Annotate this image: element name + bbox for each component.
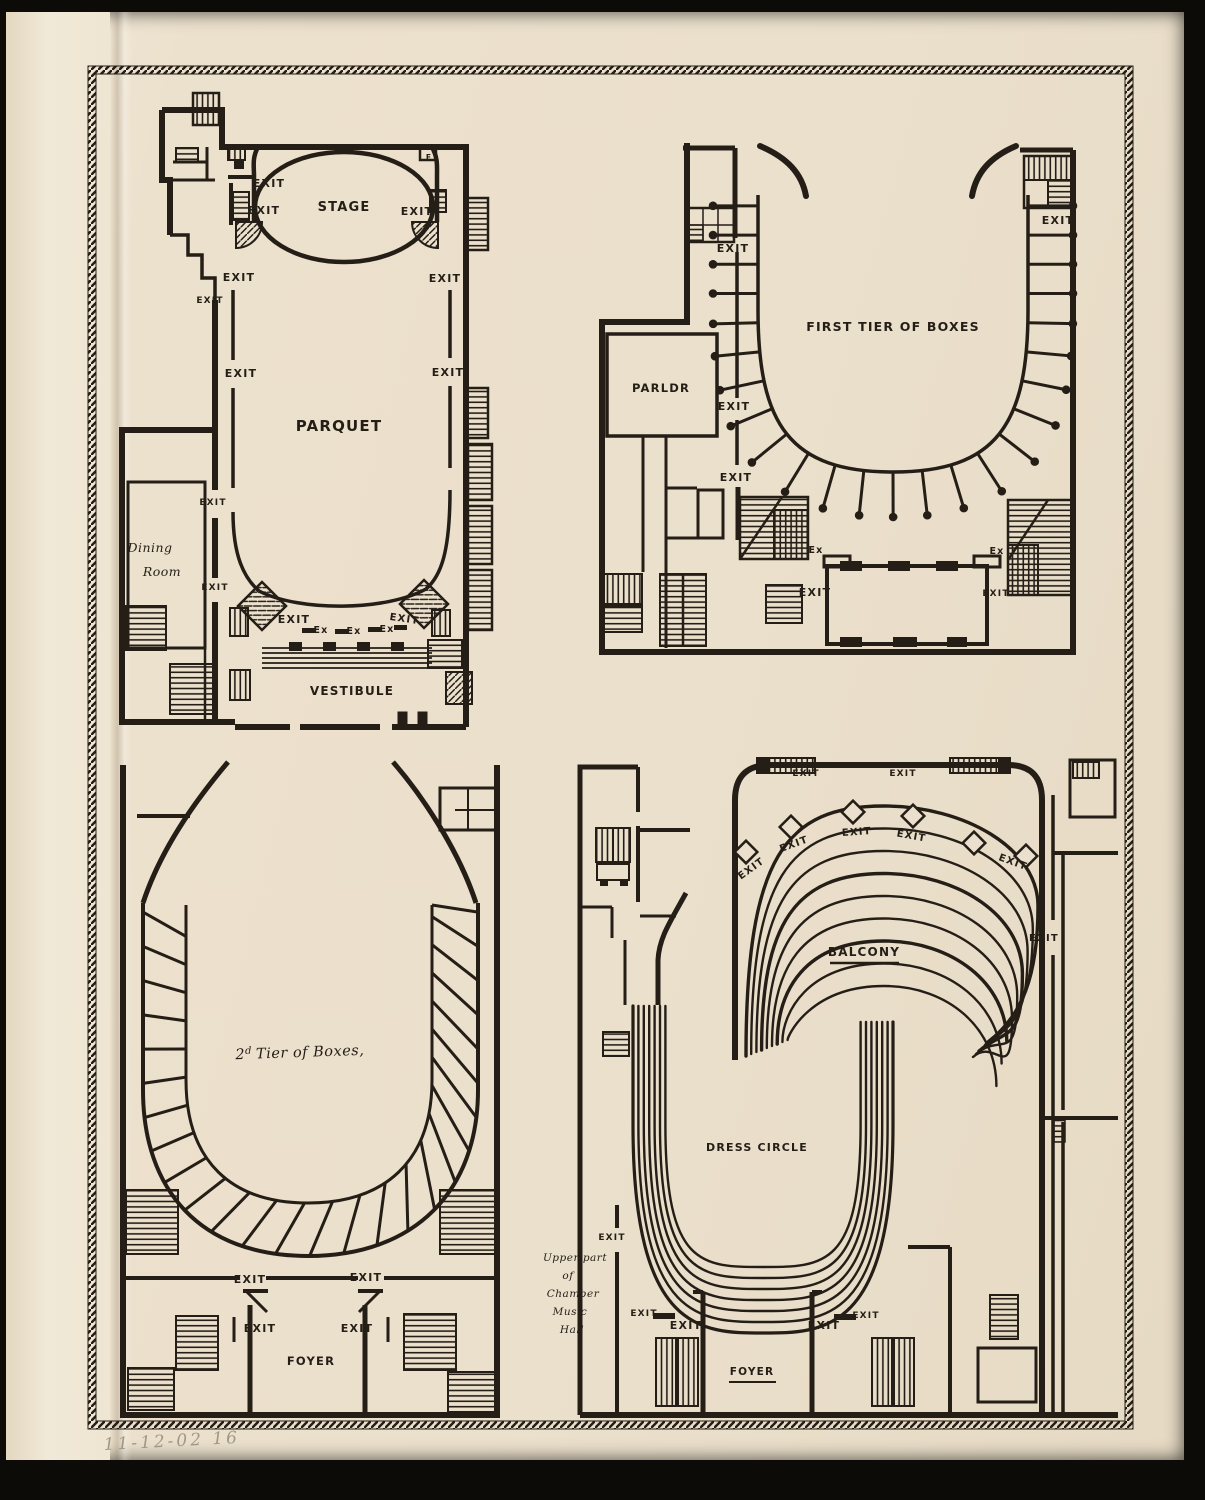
exit-label: EXIT [982, 589, 1009, 599]
exit-label: EXIT [432, 366, 464, 379]
chamber-note-line4: Music [552, 1306, 588, 1318]
exit-label: EXIT [253, 177, 285, 190]
pencil-date-annotation: 11-12-02 16 [103, 1428, 240, 1455]
chamber-note-line2: of [562, 1270, 575, 1282]
exit-label: EXIT [223, 271, 255, 284]
plate-frame-border [87, 65, 1134, 1430]
first-tier-plan: FIRST TIER OF BOXES PARLDR [599, 143, 1078, 655]
exit-label: EXIT [792, 769, 819, 779]
exit-label: EXIT [234, 1273, 266, 1286]
exit-label: EXIT [717, 242, 749, 255]
exit-label: EXIT [630, 1309, 657, 1319]
ex-label: Ex [379, 624, 394, 635]
chamber-note-line3: Chamber [547, 1288, 600, 1300]
dining-room-label-line2: Room [142, 564, 181, 579]
page-fold-crease [110, 12, 132, 1460]
e-label: E [426, 153, 432, 162]
exit-labels-layer: EXIT EXIT EXIT EXIT EXIT EXIT EXIT EXIT EXIT EXIT… [196, 153, 1074, 1335]
box-divider-lines [708, 201, 1078, 522]
exit-label: EXIT [720, 471, 752, 484]
exit-label: EXIT [401, 205, 433, 218]
parlor-label: PARLDR [632, 381, 690, 395]
exit-label: EXIT [896, 829, 927, 845]
exit-label: EXIT [350, 1271, 382, 1284]
exit-label: EXIT [278, 613, 310, 626]
exit-label: EXIT [244, 1322, 276, 1335]
exit-label: EXIT [341, 1322, 373, 1335]
vestibule-label: VESTIBULE [310, 684, 394, 698]
first-tier-title: FIRST TIER OF BOXES [806, 319, 980, 334]
chamber-note-line1: Upper part [543, 1252, 607, 1264]
exit-label: EXIT [718, 400, 750, 413]
exit-label: EXIT [1029, 933, 1059, 944]
exit-label: EXIT [199, 498, 226, 508]
balcony-label: BALCONY [828, 945, 900, 959]
exit-label: EXIT [799, 586, 831, 599]
foyer-label-second-tier: FOYER [287, 1354, 335, 1368]
exit-label: EXIT [389, 612, 420, 627]
ex-label: Ex [989, 546, 1004, 557]
dress-circle-label: DRESS CIRCLE [706, 1141, 808, 1154]
balcony-dress-circle-plan: BALCONY DRESS CIRCLE FOYER Upper part of… [543, 757, 1118, 1418]
balcony-seating-rows [744, 804, 1040, 1088]
foyer-label-balcony: FOYER [730, 1366, 775, 1378]
box-divider-hatch [142, 903, 480, 1257]
exit-label: EXIT [225, 367, 257, 380]
exit-label: EXIT [889, 769, 916, 779]
exit-label: EXIT [248, 204, 280, 217]
stage-label: STAGE [318, 200, 371, 215]
dress-circle-seating-rows [631, 1004, 895, 1335]
chamber-note-line5: Hall [559, 1324, 584, 1336]
exit-label: EXIT [808, 1319, 840, 1332]
exit-label: EXIT [196, 296, 223, 306]
ex-label: Ex [346, 626, 361, 637]
exit-label: EXIT [852, 1311, 879, 1321]
parquet-label: PARQUET [296, 417, 383, 435]
parquet-level-plan: STAGE PARQUET Dining Room VESTIBULE [119, 91, 494, 730]
ex-label: Ex [313, 625, 328, 636]
exit-label: EXIT [1042, 214, 1074, 227]
ex-label: Ex [808, 545, 823, 556]
exit-label: EXIT [598, 1233, 625, 1243]
exit-label: EXIT [429, 272, 461, 285]
exit-label: EXIT [201, 583, 228, 593]
dining-room-label-line1: Dining [126, 540, 172, 555]
exit-label: EXIT [842, 826, 873, 839]
balcony-exit-doors [732, 798, 1040, 870]
exit-label: EXIT [670, 1319, 702, 1332]
